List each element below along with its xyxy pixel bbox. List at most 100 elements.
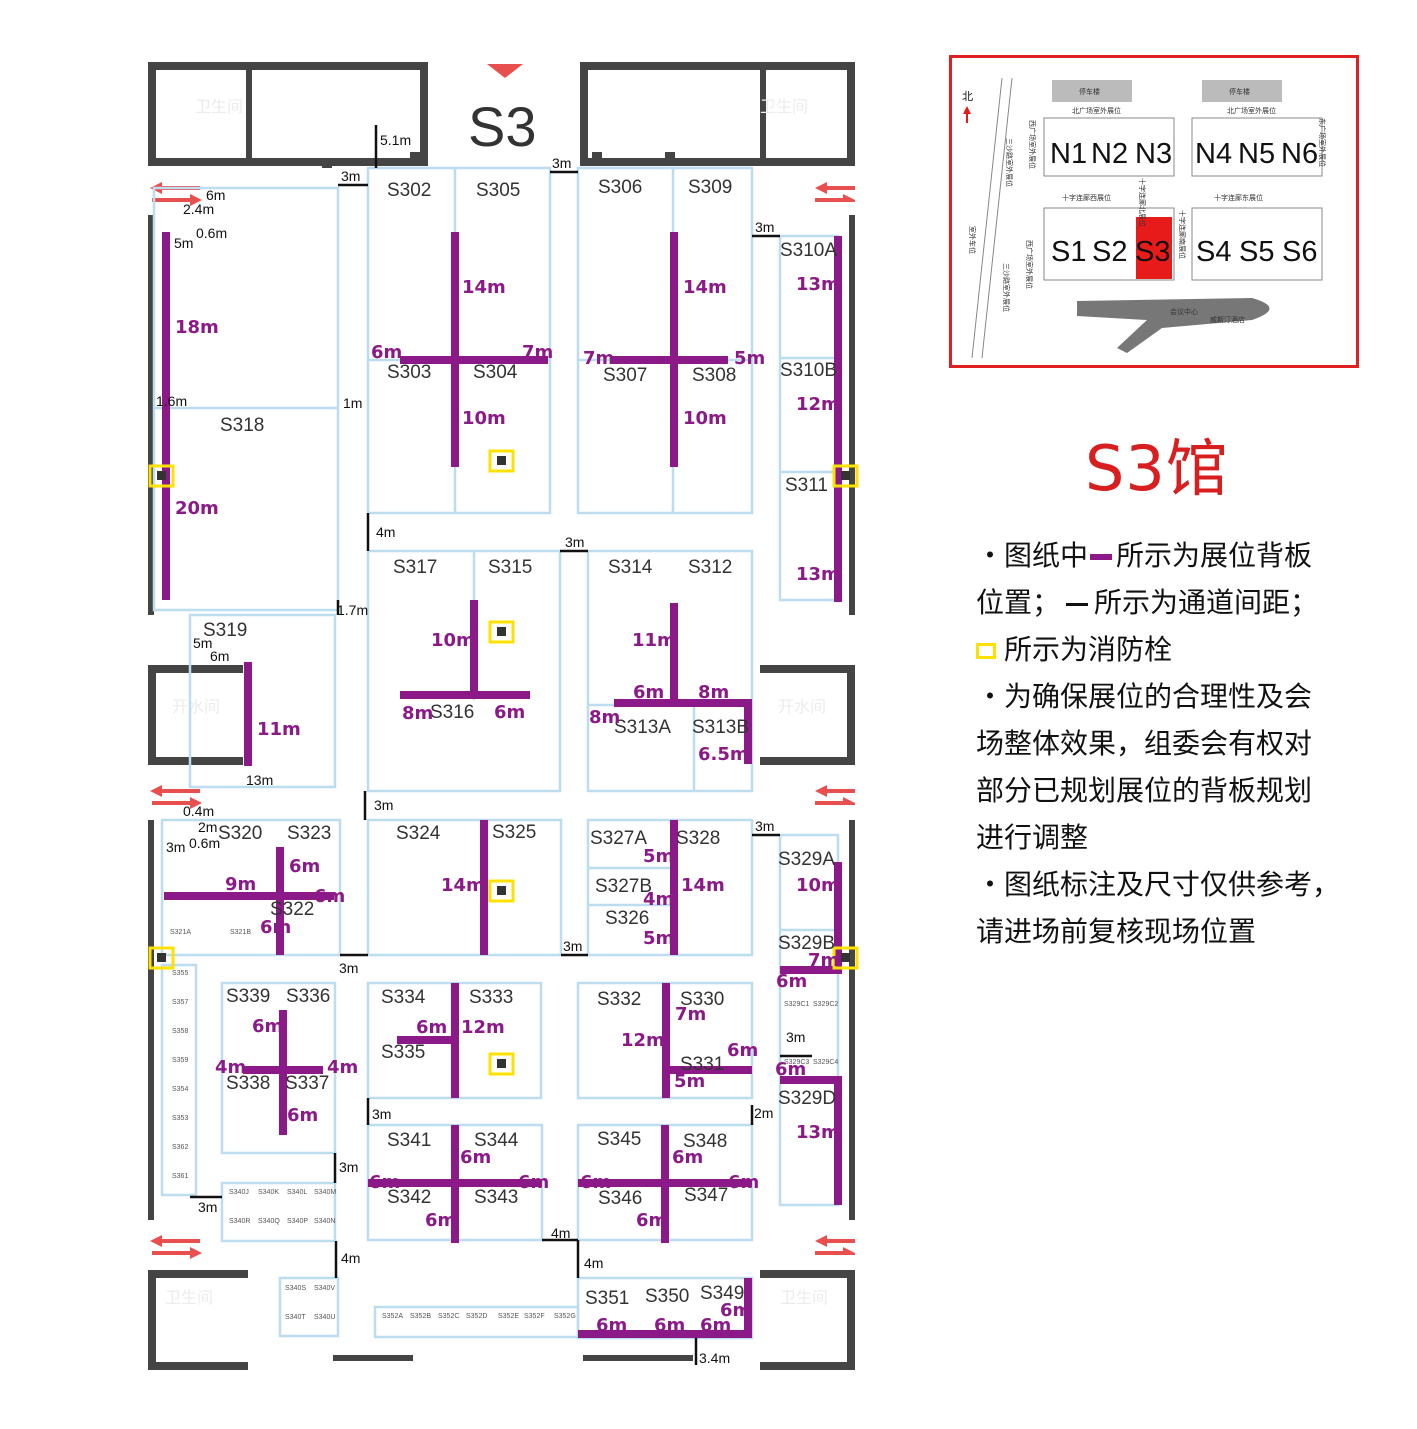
note-line: 场整体效果，组委会有权对 (976, 727, 1313, 760)
svg-text:7m: 7m (675, 1004, 706, 1025)
hydrant-icon (488, 449, 515, 473)
svg-text:6m: 6m (728, 1172, 759, 1193)
booth-label: S342 (387, 1187, 431, 1208)
svg-text:9m: 9m (225, 874, 256, 895)
svg-text:11m: 11m (632, 630, 676, 651)
svg-text:6m: 6m (672, 1147, 703, 1168)
hydrant-icon (148, 464, 175, 488)
svg-text:6m: 6m (720, 1300, 751, 1321)
svg-text:0.4m: 0.4m (183, 803, 214, 819)
svg-text:14m: 14m (681, 875, 725, 896)
svg-text:20m: 20m (175, 498, 219, 519)
inset-hall: S6 (1282, 236, 1317, 268)
svg-text:13m: 13m (796, 274, 840, 295)
svg-text:3m: 3m (563, 938, 582, 954)
small-booth-label: S352C (438, 1313, 459, 1320)
svg-text:6m: 6m (287, 1105, 318, 1126)
svg-text:13m: 13m (796, 1122, 840, 1143)
booth-label: S320 (218, 823, 262, 844)
svg-text:6m: 6m (371, 342, 402, 363)
svg-text:5m: 5m (643, 846, 674, 867)
site-inset-map: 停车楼 停车楼 北广场室外展位 北广场室外展位 N1 N2 N3 N4 N5 N… (949, 55, 1359, 368)
svg-text:北广场室外展位: 北广场室外展位 (1227, 106, 1276, 115)
svg-text:北广场室外展位: 北广场室外展位 (1072, 106, 1121, 115)
svg-text:6m: 6m (776, 971, 807, 992)
north-arrow-icon (963, 106, 971, 114)
small-booth-label: S355 (172, 970, 188, 977)
booth-label: S331 (680, 1054, 724, 1075)
booth-label: S305 (476, 180, 520, 201)
entrance-marker (487, 64, 523, 78)
svg-text:4m: 4m (643, 889, 674, 910)
booth-label: S343 (474, 1187, 518, 1208)
svg-text:1.6m: 1.6m (156, 393, 187, 409)
floor-plan: 卫生间 卫生间 开水间 开水间 卫生间 卫生间 S3 (148, 62, 859, 1370)
backboard-dims: 14m 14m 6m 7m 7m 5m 10m 10m 13m 12m 13m … (175, 274, 840, 1336)
svg-text:10m: 10m (431, 630, 475, 651)
svg-text:西广场室外展位: 西广场室外展位 (1028, 120, 1037, 169)
hydrant-icon (488, 1052, 515, 1076)
note-line: 部分已规划展位的背板规划 (976, 774, 1313, 807)
svg-text:14m: 14m (441, 875, 485, 896)
booth-label: S314 (608, 557, 653, 578)
small-booth-label: S352G (554, 1313, 576, 1320)
svg-text:4m: 4m (551, 1225, 570, 1241)
booth-label: S324 (396, 823, 441, 844)
backboards (162, 232, 842, 1338)
svg-text:开水间: 开水间 (172, 697, 220, 716)
inset-hall: N4 (1195, 138, 1232, 170)
inset-hall: S4 (1196, 236, 1231, 268)
svg-text:6m: 6m (596, 1315, 627, 1336)
hydrant-swatch (976, 643, 996, 659)
svg-text:5m: 5m (643, 928, 674, 949)
booth-label: S347 (684, 1185, 728, 1206)
small-booth-label: S353 (172, 1115, 188, 1122)
svg-text:1.7m: 1.7m (337, 602, 368, 618)
booth-label: S309 (688, 177, 732, 198)
svg-text:卫生间: 卫生间 (760, 97, 808, 116)
svg-text:3m: 3m (339, 960, 358, 976)
inset-hall: S5 (1239, 236, 1274, 268)
booth-label: S334 (381, 987, 426, 1008)
svg-text:8m: 8m (698, 682, 729, 703)
small-booth-label: S340M (314, 1189, 336, 1196)
svg-text:3m: 3m (755, 818, 774, 834)
booth-label: S328 (676, 828, 720, 849)
svg-text:4m: 4m (584, 1255, 603, 1271)
aisle-dims: 5.1m 3m 3m 6m 2.4m 0.6m 5m 3m 1.6m 1m 4m… (156, 132, 805, 1366)
booth-label: S333 (469, 987, 513, 1008)
svg-text:3m: 3m (166, 839, 185, 855)
svg-text:会议中心: 会议中心 (1170, 307, 1198, 316)
svg-text:6m: 6m (700, 1315, 731, 1336)
note-line: ・图纸标注及尺寸仅供参考， (976, 868, 1341, 901)
booth-label: S303 (387, 362, 431, 383)
booth-label: S337 (285, 1073, 329, 1094)
conference-center-shape (1077, 298, 1270, 353)
booth-label: S330 (680, 989, 724, 1010)
svg-text:14m: 14m (462, 277, 506, 298)
svg-text:6m: 6m (369, 1172, 400, 1193)
note-line: 所示为消防栓 (976, 626, 1396, 673)
booth-outlines (152, 166, 840, 1340)
small-booth-label: S352E (498, 1313, 519, 1320)
svg-text:开水间: 开水间 (778, 697, 826, 716)
svg-text:3m: 3m (565, 534, 584, 550)
svg-text:10m: 10m (462, 408, 506, 429)
inset-hall: N5 (1238, 138, 1275, 170)
svg-text:2m: 2m (754, 1105, 773, 1121)
small-booth-label: S352F (524, 1313, 545, 1320)
svg-text:3.4m: 3.4m (699, 1350, 730, 1366)
note-line: ・图纸中所示为展位背板 (976, 539, 1313, 572)
svg-text:6m: 6m (425, 1210, 456, 1231)
booth-label: S341 (387, 1130, 431, 1151)
svg-text:6m: 6m (580, 1172, 611, 1193)
outer-walls (148, 62, 855, 1370)
booth-label: S351 (585, 1288, 629, 1309)
svg-text:6m: 6m (210, 648, 229, 664)
small-booth-label: S340N (314, 1218, 335, 1225)
svg-text:3m: 3m (755, 219, 774, 235)
svg-text:18m: 18m (175, 317, 219, 338)
booth-label: S310A (780, 240, 837, 261)
small-booth-label: S340T (285, 1314, 306, 1321)
svg-text:10m: 10m (683, 408, 727, 429)
